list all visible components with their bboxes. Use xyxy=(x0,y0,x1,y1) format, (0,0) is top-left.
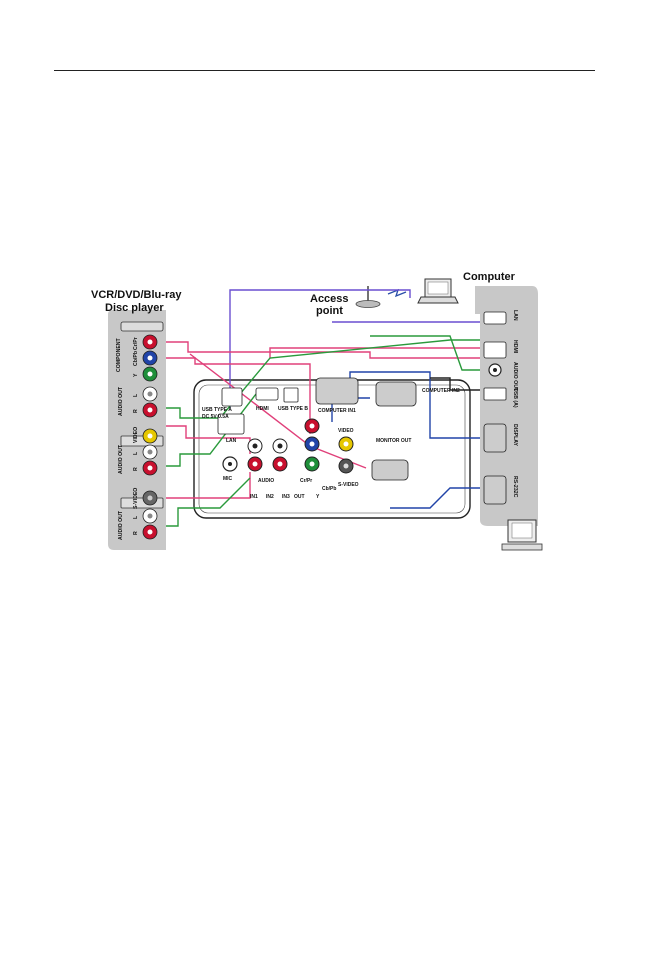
computer-title: Computer xyxy=(463,271,516,283)
projector-usb-a-port xyxy=(221,387,243,407)
computer-display-port xyxy=(483,423,507,453)
computer-rs232c-port xyxy=(483,475,507,505)
connection-diagram: VCR/DVD/Blu-ray Disc player Computer Acc… xyxy=(70,258,560,558)
projector-in3-label: IN3 xyxy=(282,494,290,500)
av-audio2-r-label: R xyxy=(133,467,139,471)
computer-usb-label: USB (A) xyxy=(512,388,518,408)
av-player-title-line2: Disc player xyxy=(105,302,164,314)
projector-video-label: VIDEO xyxy=(338,428,354,434)
computer-lan-port xyxy=(483,311,507,325)
projector-lan-port xyxy=(217,413,245,435)
computer-connectors xyxy=(483,311,507,505)
projector-hdmi-port xyxy=(255,387,279,401)
projector-audio-label: AUDIO xyxy=(258,478,274,484)
cable-hdmi xyxy=(269,347,480,358)
computer-hdmi-port xyxy=(483,341,507,359)
cable-lan-wireless xyxy=(229,289,411,298)
projector-cbpb-label: Cb/Pb xyxy=(322,486,336,492)
access-point-title-line1: Access xyxy=(310,293,349,305)
av-y-label: Y xyxy=(133,373,139,377)
computer-display-label: DISPLAY xyxy=(512,424,518,447)
computer-usb-port xyxy=(483,387,507,401)
access-point-title-line2: point xyxy=(316,305,343,317)
projector-in1-label: IN1 xyxy=(250,494,258,500)
av-audio-r-label: R xyxy=(133,409,139,413)
av-audio-out2-label: AUDIO OUT xyxy=(118,444,124,474)
cable-rs232c xyxy=(390,487,480,509)
cable-audio-out-2 xyxy=(166,477,251,527)
projector-monitor-out-port xyxy=(371,459,409,481)
projector-y-label: Y xyxy=(316,494,320,500)
projector-usb-a-label: USB TYPE A xyxy=(202,407,232,413)
computer-hdmi-label: HDMI xyxy=(512,340,518,354)
av-audio3-l-label: L xyxy=(133,515,139,519)
desktop-pc-icon xyxy=(501,519,543,551)
projector-dc-label: DC 5V 0.5A xyxy=(202,414,229,420)
computer-audio-out-label: AUDIO OUT xyxy=(512,362,518,392)
projector-lan-label: LAN xyxy=(226,438,237,444)
av-audio2-l-label: L xyxy=(133,451,139,455)
cable-svideo xyxy=(166,472,251,499)
cable-display xyxy=(349,371,480,439)
projector-mic-label: MIC xyxy=(223,476,233,482)
av-audio-l-label: L xyxy=(133,393,139,397)
laptop-icon xyxy=(417,278,459,304)
av-audio-out3-label: AUDIO OUT xyxy=(118,510,124,540)
av-crpr-label: Cr/Pr xyxy=(133,337,139,350)
projector-crpr-label: Cr/Pr xyxy=(300,478,312,484)
cable-usb xyxy=(430,377,480,391)
av-audio-out-label: AUDIO OUT xyxy=(118,386,124,416)
projector-computer-in1-label: COMPUTER IN1 xyxy=(318,408,356,414)
computer-lan-label: LAN xyxy=(512,310,518,321)
projector-in2-label: IN2 xyxy=(266,494,274,500)
av-player-title-line1: VCR/DVD/Blu-ray xyxy=(91,289,182,301)
av-cbpb-label: Cb/Pb xyxy=(133,351,139,366)
cable-audio-computer xyxy=(370,335,480,371)
projector-monitor-out-label: MONITOR OUT xyxy=(376,438,411,444)
projector-hdmi-label: HDMI xyxy=(256,406,269,412)
computer-rs232c-label: RS-232C xyxy=(512,476,518,498)
projector-usb-b-label: USB TYPE B xyxy=(278,406,308,412)
access-point-icon xyxy=(355,286,407,308)
av-video-label: VIDEO xyxy=(133,427,139,443)
projector-ports xyxy=(217,377,417,481)
projector-computer-in2-port xyxy=(375,381,417,407)
projector-usb-b-port xyxy=(283,387,299,403)
projector-computer-in2-label: COMPUTER IN2 xyxy=(422,388,460,394)
av-audio3-r-label: R xyxy=(133,531,139,535)
header-rule xyxy=(54,70,595,71)
projector-computer-in1-port xyxy=(315,377,359,405)
av-svideo-label: S-VIDEO xyxy=(133,488,139,509)
av-component-label: COMPONENT xyxy=(116,337,122,372)
cable-component-cbpb xyxy=(166,357,311,434)
projector-out-label: OUT xyxy=(294,494,305,500)
av-rca-connectors xyxy=(142,334,158,540)
cable-component-crpr xyxy=(166,341,480,359)
connection-diagram-svg: VCR/DVD/Blu-ray Disc player Computer Acc… xyxy=(91,271,543,551)
projector-svideo-label: S-VIDEO xyxy=(338,482,359,488)
